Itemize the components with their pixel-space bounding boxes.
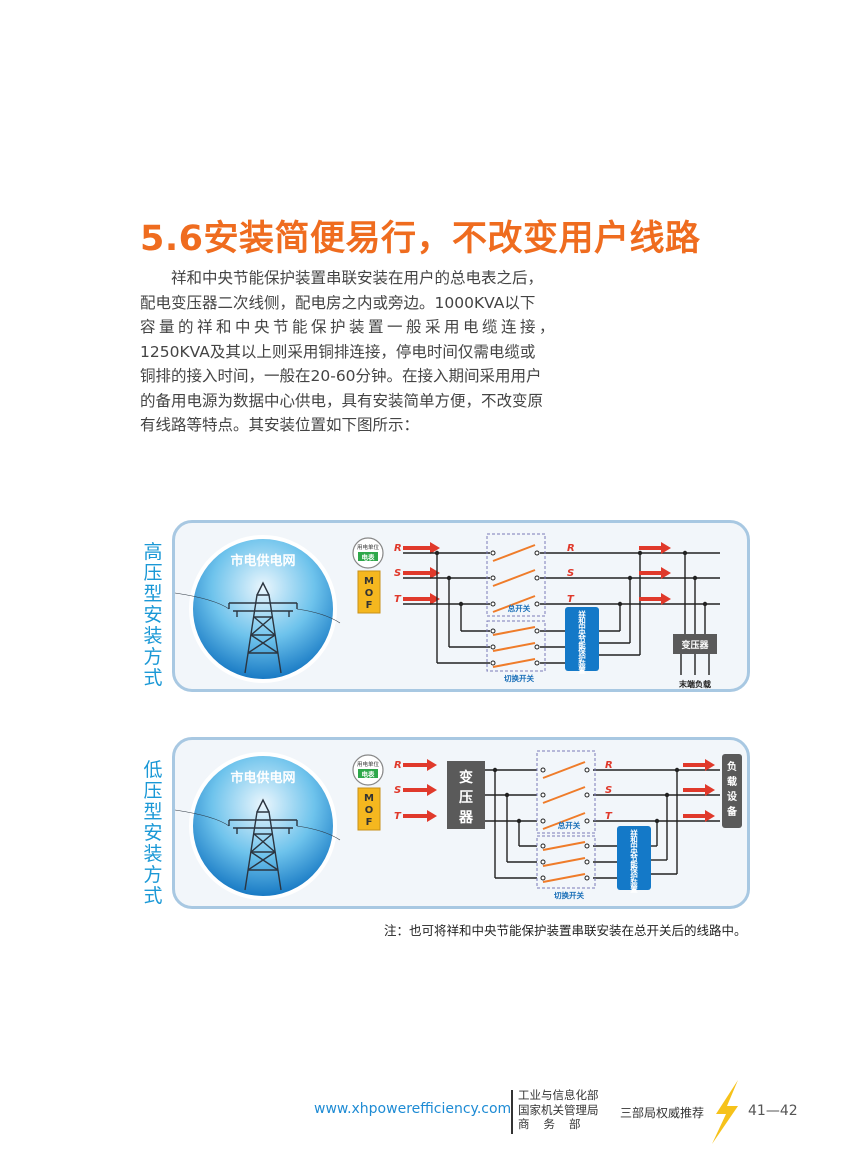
bus-lines <box>403 552 720 675</box>
transfer-switch-label: 切换开关 <box>554 890 584 900</box>
install-note: 注：也可将祥和中央节能保护装置串联安装在总开关后的线路中。 <box>384 923 747 938</box>
pylon-icon <box>175 798 341 891</box>
transfer-switch-box <box>486 620 546 672</box>
mof-label: M <box>364 576 374 587</box>
main-switch-label: 总开关 <box>508 603 531 613</box>
output-arrows <box>639 542 671 605</box>
svg-text:O: O <box>365 805 374 816</box>
footer-divider <box>511 1090 513 1134</box>
phase-s-label: S <box>394 785 401 796</box>
org-item: 国家机关管理局 <box>518 1102 599 1117</box>
meter-top-label: 用电单位 <box>357 543 380 551</box>
phase-t-label: T <box>394 811 402 822</box>
input-arrows <box>403 759 437 822</box>
meter-badge <box>358 552 378 561</box>
load-equipment-box <box>722 754 742 828</box>
pylon-icon <box>175 581 341 674</box>
grid-label: 市电供电网 <box>230 770 295 786</box>
org-item: 工业与信息化部 <box>518 1088 599 1102</box>
low-voltage-diagram: 市电供电网 用电单位 电表 M O F R S T 变压器 <box>172 737 750 909</box>
body-line: 容量的祥和中央节能保护装置一般采用电缆连接， <box>140 318 559 336</box>
mof-box <box>357 570 381 614</box>
transformer-label: 变压器 <box>681 639 709 651</box>
transformer-box <box>447 761 485 829</box>
load-equipment-label: 负载设备 <box>726 760 738 818</box>
out-phase-t-label: T <box>567 594 575 605</box>
transfer-switch-label: 切换开关 <box>504 673 534 683</box>
main-switch-blades <box>492 544 536 613</box>
meter-top-label: 用电单位 <box>357 760 380 768</box>
phase-r-label: R <box>394 543 402 554</box>
energy-device-box <box>617 826 651 890</box>
website-url[interactable]: www.xhpowerefficiency.com <box>314 1101 512 1117</box>
body-line: 配电变压器二次线侧，配电房之内或旁边。1000KVA以下 <box>140 293 536 312</box>
body-line: 有线路等特点。其安装位置如下图所示： <box>140 416 420 434</box>
phase-r-label: R <box>394 760 402 771</box>
body-line: 祥和中央节能保护装置串联安装在用户的总电表之后， <box>140 269 544 287</box>
svg-text:F: F <box>366 600 373 611</box>
body-paragraph: 祥和中央节能保护装置串联安装在用户的总电表之后， 配电变压器二次线侧，配电房之内… <box>140 266 640 438</box>
svg-text:F: F <box>366 817 373 828</box>
low-voltage-schematic: 市电供电网 用电单位 电表 M O F R S T 变压器 <box>175 750 742 900</box>
out-phase-r-label: R <box>605 760 613 771</box>
section-heading: 5.6安装简便易行，不改变用户线路 <box>140 219 701 259</box>
mof-label: M <box>364 793 374 804</box>
body-line: 铜排的接入时间，一般在20-60分钟。在接入期间采用用户 <box>140 367 542 385</box>
junction-dots <box>434 550 708 607</box>
org-item: 商务部 <box>518 1117 595 1131</box>
mof-box <box>357 787 381 831</box>
recommend-text: 三部局权威推荐 <box>620 1106 705 1120</box>
bus-lines <box>485 769 720 879</box>
page-number: 41—42 <box>748 1103 798 1119</box>
energy-device-label: 祥和中央节能保护装置 <box>577 609 586 675</box>
low-voltage-title: 低压型安装方式 <box>143 759 163 907</box>
meter-bottom-label: 电表 <box>362 770 376 779</box>
end-load-label: 末端负载 <box>679 679 711 689</box>
org-list: 工业与信息化部 国家机关管理局 商务部 <box>518 1088 610 1132</box>
out-phase-s-label: S <box>605 785 612 796</box>
transformer-box <box>673 634 717 654</box>
transformer-label: 变压器 <box>458 769 474 826</box>
grid-photo <box>189 535 337 683</box>
grid-label: 市电供电网 <box>230 553 295 569</box>
meter-bottom-label: 电表 <box>362 553 376 562</box>
high-voltage-title: 高压型安装方式 <box>143 541 163 689</box>
lightning-icon <box>712 1080 738 1144</box>
body-line: 的备用电源为数据中心供电，具有安装简单方便，不改变原 <box>140 391 544 410</box>
out-phase-s-label: S <box>567 568 574 579</box>
body-line: 1250KVA及其以上则采用铜排连接，停电时间仅需电缆或 <box>140 342 536 361</box>
main-switch-blades <box>542 761 586 830</box>
output-arrows <box>683 759 715 822</box>
high-voltage-schematic: 市电供电网 用电单位 电表 M O F R S T <box>175 533 720 689</box>
meter-badge <box>358 769 378 778</box>
phase-s-label: S <box>394 568 401 579</box>
energy-device-label: 祥和中央节能保护装置 <box>629 828 638 894</box>
main-switch-label: 总开关 <box>558 820 581 830</box>
phase-t-label: T <box>394 594 402 605</box>
high-voltage-diagram: 市电供电网 用电单位 电表 M O F R S T <box>172 520 750 692</box>
grid-photo <box>189 752 337 900</box>
out-phase-r-label: R <box>567 543 575 554</box>
junction-dots <box>492 767 680 824</box>
input-arrows <box>403 542 440 605</box>
energy-device-box <box>565 607 599 671</box>
svg-text:O: O <box>365 588 374 599</box>
out-phase-t-label: T <box>605 811 613 822</box>
